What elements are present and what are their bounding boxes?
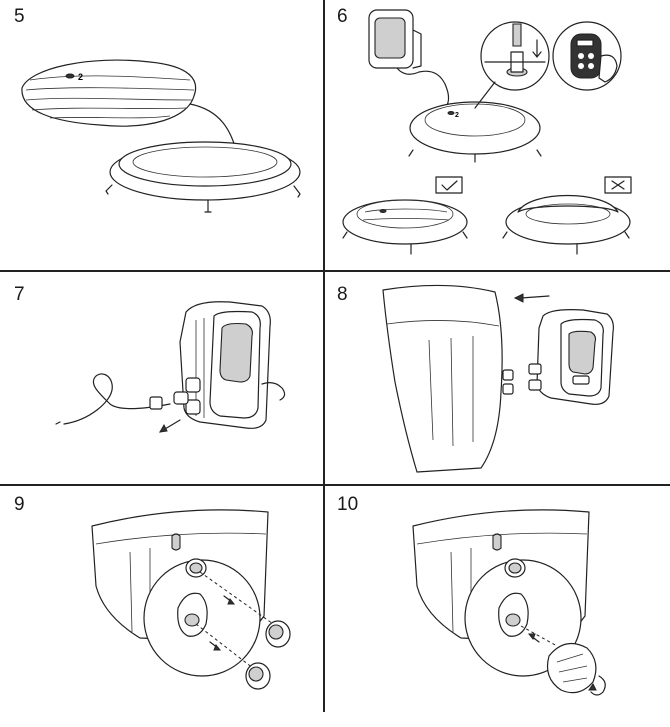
horizontal-divider-2	[0, 484, 670, 486]
rotate-arrow	[591, 676, 605, 695]
step-number: 8	[337, 284, 348, 305]
valve-marker: 2	[78, 72, 83, 82]
pump-panel	[569, 331, 596, 374]
attach-pump-illustration	[325, 272, 670, 484]
step-8-panel: 8	[325, 272, 670, 484]
push-arrow	[521, 296, 549, 298]
remove-hose-illustration	[0, 272, 323, 484]
step-number: 6	[337, 6, 348, 27]
step-number: 5	[14, 6, 25, 27]
hand-pressing-button	[599, 55, 617, 82]
cover-being-inflated	[410, 102, 540, 154]
inflation-hose	[397, 68, 449, 110]
step-5-panel: 5 2	[0, 0, 323, 270]
spa-wall	[383, 285, 502, 472]
hose-nozzle	[513, 24, 521, 46]
hose	[64, 374, 170, 424]
step-number: 7	[14, 284, 25, 305]
horizontal-divider-1	[0, 270, 670, 272]
correct-box	[436, 177, 462, 193]
remove-plugs-illustration	[0, 486, 323, 712]
step-7-panel: 7	[0, 272, 323, 484]
correctly-inflated-cover	[343, 200, 467, 244]
vertical-divider	[323, 0, 325, 712]
step-6-panel: 6 2	[325, 0, 670, 270]
cross-mark	[612, 181, 624, 189]
deflated-cover-illustration: 2	[0, 0, 323, 270]
filter-strainer	[548, 644, 596, 693]
valve-marker: 2	[455, 112, 459, 119]
attach-strainer-illustration	[325, 486, 670, 712]
insert-arrow	[533, 40, 541, 57]
step-number: 10	[337, 494, 359, 515]
step-10-panel: 10	[325, 486, 670, 712]
step-9-panel: 9	[0, 486, 323, 712]
power-cord	[262, 383, 285, 400]
step-number: 9	[14, 494, 25, 515]
pump-panel	[220, 324, 252, 383]
valve-icon	[66, 74, 74, 78]
inflate-cover-illustration: 2	[325, 0, 670, 270]
check-mark	[442, 181, 457, 190]
